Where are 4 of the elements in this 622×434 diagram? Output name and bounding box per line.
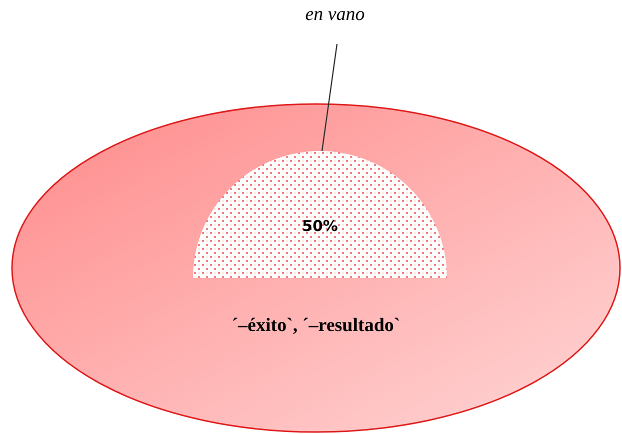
leader-line bbox=[321, 44, 338, 152]
ellipse-label: ´–éxito`, ´–resultado` bbox=[230, 314, 402, 338]
percentage-label: 50% bbox=[301, 217, 339, 235]
callout-label: en vano bbox=[304, 4, 366, 26]
